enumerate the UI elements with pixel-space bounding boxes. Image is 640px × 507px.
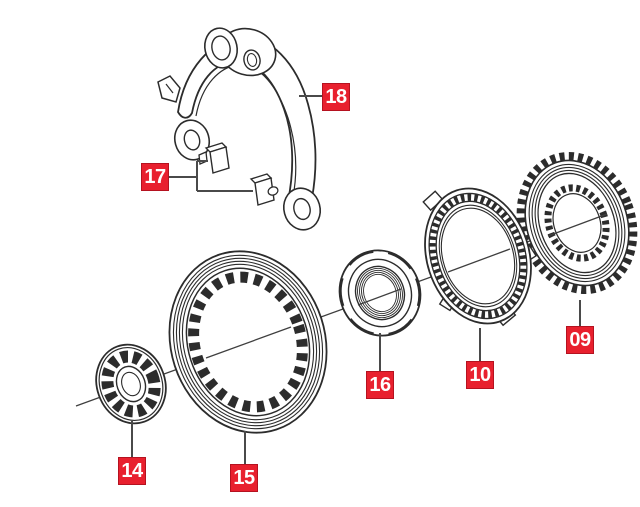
callout-10[interactable]: 10 — [466, 361, 494, 389]
part-18-shift-fork — [157, 27, 322, 231]
part-14-roller-bearing — [95, 343, 167, 425]
fork-flange-line — [195, 64, 297, 198]
axis-centerline-overlays — [205, 213, 608, 359]
sleeve-groove-rims — [181, 263, 315, 421]
fork-left-tab — [157, 75, 181, 103]
callout-17[interactable]: 17 — [141, 163, 169, 191]
bearing-rollers — [101, 350, 161, 418]
part-10-synchro-ring — [422, 187, 538, 327]
ring-nut-scallops — [339, 250, 421, 336]
callout-14[interactable]: 14 — [118, 457, 146, 485]
gear-inner-synchro-teeth — [544, 184, 610, 262]
fork-left-end-boss — [173, 119, 211, 161]
fork-pad-knob — [267, 186, 279, 196]
synchro-ring-bore — [440, 207, 516, 305]
fork-right-end-boss — [282, 187, 322, 231]
callout-09[interactable]: 09 — [566, 326, 594, 354]
callout-16[interactable]: 16 — [366, 371, 394, 399]
callout-15[interactable]: 15 — [230, 464, 258, 492]
part-16-ring-nut — [338, 249, 422, 337]
ring-nut-bore — [354, 265, 406, 321]
gear-teeth-ring — [516, 151, 638, 295]
leader-lines — [131, 95, 581, 465]
part-09-synchro-gear — [516, 151, 638, 295]
callout-18[interactable]: 18 — [322, 83, 350, 111]
leader-17 — [169, 160, 253, 192]
synchro-ring-cone-teeth — [428, 193, 528, 319]
fork-boss-bore — [211, 35, 231, 61]
part-17-fork-pads — [198, 142, 279, 206]
sleeve-internal-splines — [188, 271, 308, 413]
ring-nut-thread — [357, 267, 403, 319]
bearing-bore — [121, 371, 141, 397]
gear-bore — [552, 193, 602, 253]
sleeve-face-edge — [185, 267, 311, 417]
